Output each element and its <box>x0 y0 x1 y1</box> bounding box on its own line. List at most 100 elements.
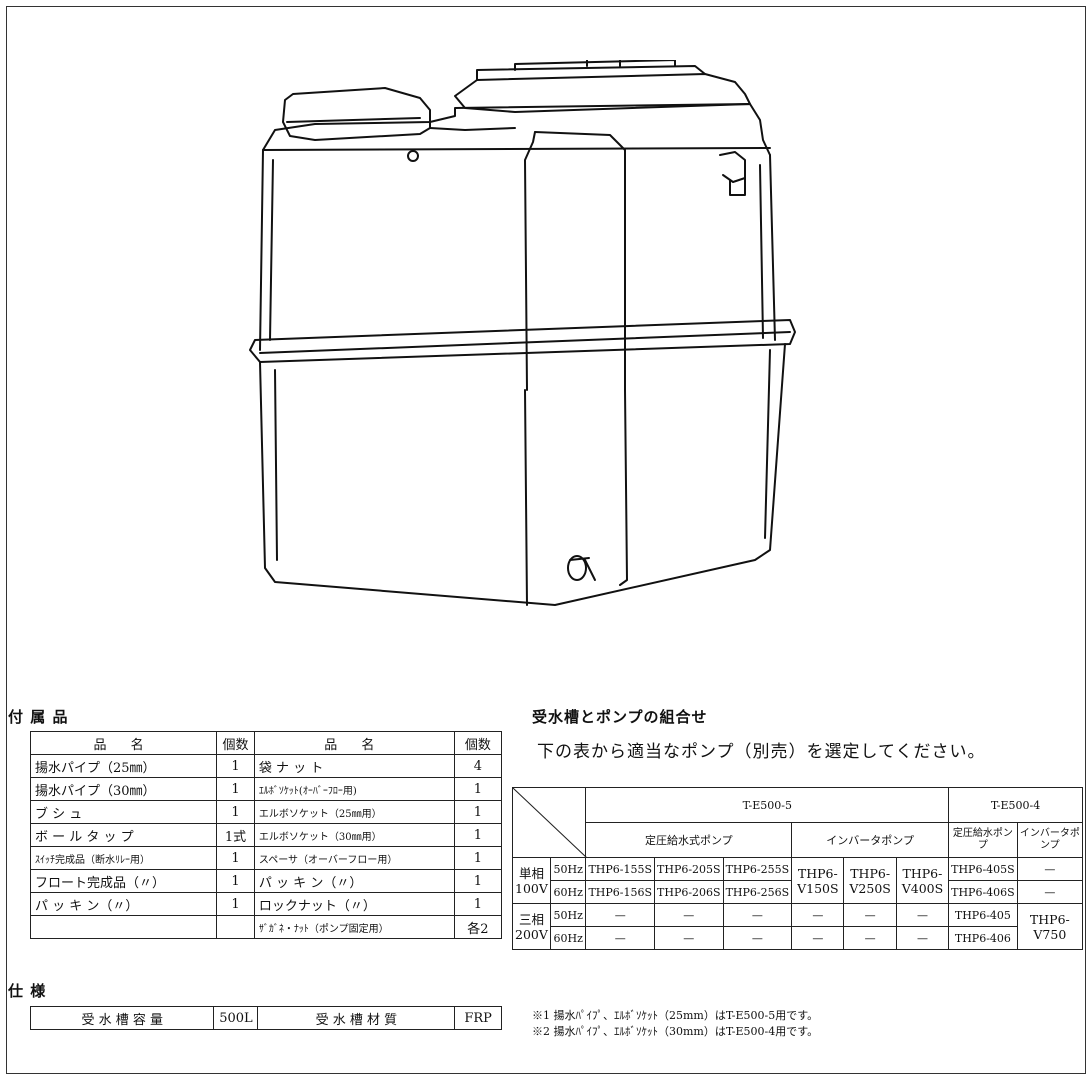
pump-cell: THP6-V750 <box>1016 903 1084 950</box>
dash-cell: — <box>722 926 793 950</box>
table-row: 60Hz — — — — — — THP6-406 <box>513 926 1083 950</box>
item-name: ｽｲｯﾁ完成品（断水ﾘﾚｰ用） <box>29 846 218 870</box>
table-row: 受 水 槽 容 量 500L 受 水 槽 材 質 FRP <box>29 1006 502 1030</box>
combination-table: T-E500-5 T-E500-4 定圧給水式ポンプ インバータポンプ 定圧給水… <box>511 787 1084 950</box>
dash-cell: — <box>1016 880 1084 904</box>
item-count: 1 <box>453 823 503 847</box>
item-count: 1式 <box>216 823 255 847</box>
dash-cell: — <box>791 926 845 950</box>
dash-cell: — <box>895 926 950 950</box>
material-label: 受 水 槽 材 質 <box>257 1006 456 1030</box>
item-count: 1 <box>216 869 255 893</box>
pump-cell: THP6-405 <box>948 903 1018 927</box>
item-name: ロックナット（〃） <box>253 892 455 916</box>
hz-label: 60Hz <box>549 880 587 904</box>
dash-cell: — <box>895 903 950 927</box>
group-header: 定圧給水ポンプ <box>948 822 1018 858</box>
item-count <box>216 915 255 939</box>
pump-cell: THP6-256S <box>722 880 793 904</box>
capacity-label: 受 水 槽 容 量 <box>29 1006 215 1030</box>
dash-cell: — <box>843 926 897 950</box>
item-count: 1 <box>216 754 255 778</box>
item-count: 1 <box>453 777 503 801</box>
material-value: FRP <box>454 1006 502 1030</box>
accessories-title: 付 属 品 <box>8 708 69 726</box>
model-header: T-E500-4 <box>948 787 1083 823</box>
spec-table: 受 水 槽 容 量 500L 受 水 槽 材 質 FRP <box>29 1006 502 1030</box>
pump-cell: THP6-V150S <box>791 857 845 904</box>
item-name: ｻﾞｶﾞﾈ・ﾅｯﾄ（ポンプ固定用） <box>253 915 455 939</box>
dash-cell: — <box>722 903 793 927</box>
dash-cell: — <box>585 926 656 950</box>
item-count: 1 <box>453 892 503 916</box>
item-name: 袋 ナ ッ ト <box>253 754 455 778</box>
item-name: エルボソケット（25㎜用） <box>253 800 455 824</box>
combo-subtitle: 下の表から適当なポンプ（別売）を選定してください。 <box>537 742 986 762</box>
item-name: 揚水パイプ（30㎜） <box>29 777 218 801</box>
item-count: 1 <box>453 869 503 893</box>
table-row: 三相200V 50Hz — — — — — — THP6-405 THP6-V7… <box>512 903 1084 950</box>
note-1: ※1 揚水ﾊﾟｲﾌﾟ、ｴﾙﾎﾞｿｹｯﾄ（25mm）はT-E500-5用です。 <box>532 1009 819 1022</box>
header-name: 品 名 <box>29 731 218 755</box>
item-count: 各2 <box>453 915 503 939</box>
pump-cell: THP6-255S <box>722 857 793 881</box>
table-header-row: 品 名 個数 品 名 個数 <box>29 731 503 755</box>
item-count: 1 <box>453 800 503 824</box>
pump-cell: THP6-V250S <box>843 857 897 904</box>
pump-cell: THP6-406 <box>948 926 1018 950</box>
note-2: ※2 揚水ﾊﾟｲﾌﾟ、ｴﾙﾎﾞｿｹｯﾄ（30mm）はT-E500-4用です。 <box>532 1025 819 1038</box>
dash-cell: — <box>585 903 656 927</box>
pump-cell: THP6-V400S <box>895 857 950 904</box>
combo-title: 受水槽とポンプの組合せ <box>532 708 708 726</box>
table-row: フロート完成品（〃） 1 パ ッ キ ン（〃） 1 <box>29 869 503 893</box>
header-name: 品 名 <box>253 731 455 755</box>
table-row: 揚水パイプ（30㎜） 1 ｴﾙﾎﾞｿｹｯﾄ(ｵｰﾊﾞｰﾌﾛｰ用) 1 <box>29 777 503 801</box>
dash-cell: — <box>654 926 724 950</box>
item-count: 1 <box>453 846 503 870</box>
group-header: 定圧給水式ポンプ <box>585 822 793 858</box>
item-name: パ ッ キ ン（〃） <box>253 869 455 893</box>
model-header: T-E500-5 <box>585 787 950 823</box>
item-name <box>29 915 218 939</box>
phase-label: 単相100V <box>512 857 551 904</box>
table-row: ｽｲｯﾁ完成品（断水ﾘﾚｰ用） 1 スペーサ（オーバーフロー用） 1 <box>29 846 503 870</box>
header-count: 個数 <box>216 731 255 755</box>
pump-cell: THP6-205S <box>654 857 724 881</box>
hz-label: 50Hz <box>549 857 587 881</box>
pump-cell: THP6-155S <box>585 857 656 881</box>
item-count: 1 <box>216 892 255 916</box>
pump-cell: THP6-406S <box>948 880 1018 904</box>
dash-cell: — <box>791 903 845 927</box>
water-tank-illustration <box>249 60 796 606</box>
item-count: 4 <box>453 754 503 778</box>
diagonal-line <box>513 788 587 858</box>
group-header: インバータポンプ <box>1016 822 1084 858</box>
hz-label: 50Hz <box>549 903 587 927</box>
item-name: ボ ー ル タ ッ プ <box>29 823 218 847</box>
table-row: T-E500-5 T-E500-4 <box>511 787 1083 858</box>
table-row: 単相100V 50Hz THP6-155S THP6-205S THP6-255… <box>512 857 1084 904</box>
item-name: 揚水パイプ（25㎜） <box>29 754 218 778</box>
item-count: 1 <box>216 777 255 801</box>
item-name: パ ッ キ ン（〃） <box>29 892 218 916</box>
spec-title: 仕 様 <box>8 982 47 1000</box>
table-row: ブ シ ュ 1 エルボソケット（25㎜用） 1 <box>29 800 503 824</box>
table-row: パ ッ キ ン（〃） 1 ロックナット（〃） 1 <box>29 892 503 916</box>
capacity-value: 500L <box>213 1006 259 1030</box>
item-name: スペーサ（オーバーフロー用） <box>253 846 455 870</box>
phase-label: 三相200V <box>512 903 551 950</box>
pump-cell: THP6-156S <box>585 880 656 904</box>
dash-cell: — <box>1016 857 1084 881</box>
page-frame <box>6 6 1086 1074</box>
pump-cell: THP6-206S <box>654 880 724 904</box>
item-count: 1 <box>216 846 255 870</box>
item-name: ｴﾙﾎﾞｿｹｯﾄ(ｵｰﾊﾞｰﾌﾛｰ用) <box>253 777 455 801</box>
corner-cell <box>511 787 587 858</box>
dash-cell: — <box>843 903 897 927</box>
item-name: ブ シ ュ <box>29 800 218 824</box>
item-name: フロート完成品（〃） <box>29 869 218 893</box>
accessories-table: 品 名 個数 品 名 個数 揚水パイプ（25㎜） 1 袋 ナ ッ ト 4 揚水パ… <box>29 731 503 939</box>
group-header: インバータポンプ <box>791 822 950 858</box>
table-row: ボ ー ル タ ッ プ 1式 エルボソケット（30㎜用） 1 <box>29 823 503 847</box>
table-row: ｻﾞｶﾞﾈ・ﾅｯﾄ（ポンプ固定用） 各2 <box>29 915 503 939</box>
